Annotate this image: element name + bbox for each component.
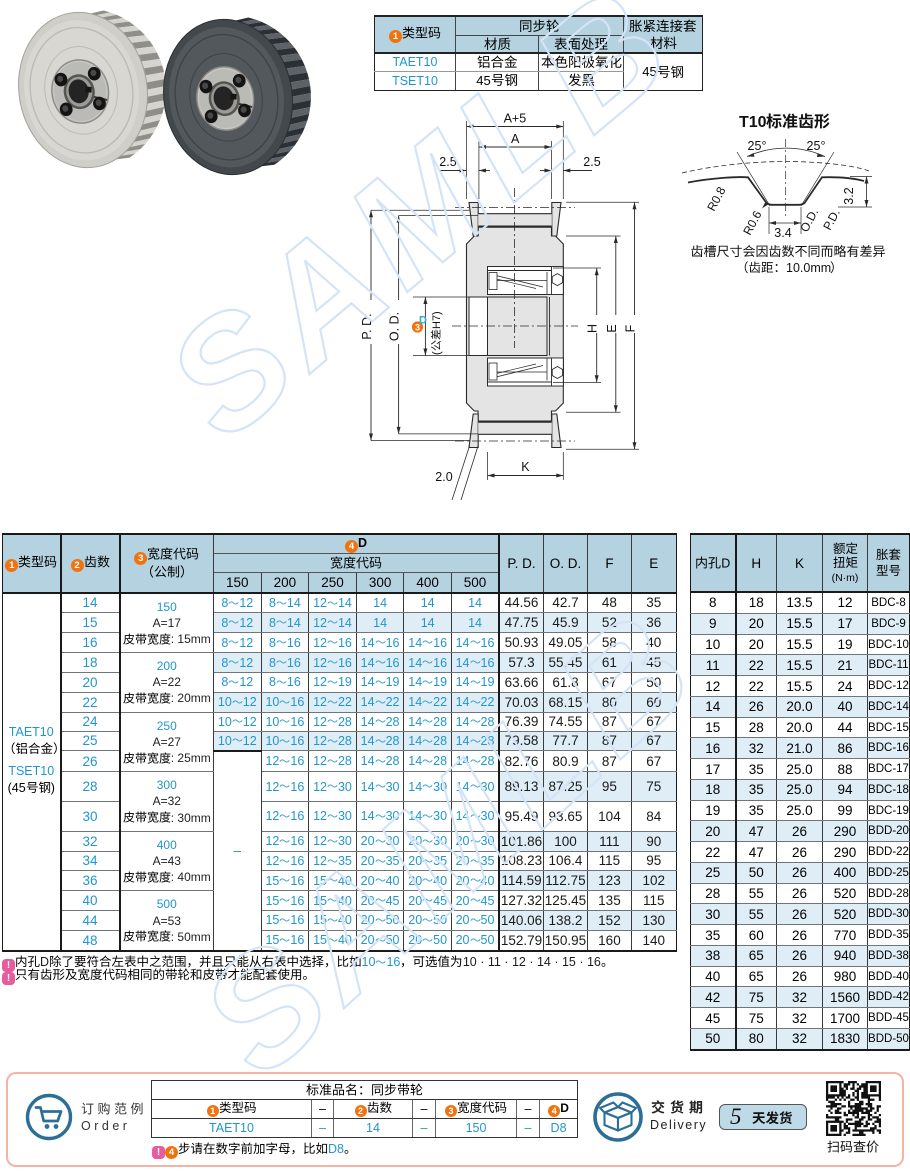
- svg-text:3.4: 3.4: [774, 226, 791, 240]
- svg-text:K: K: [521, 460, 530, 474]
- svg-text:H: H: [586, 324, 600, 333]
- svg-text:D: D: [419, 315, 427, 327]
- svg-text:R0.6: R0.6: [740, 208, 764, 237]
- svg-text:H7): H7): [431, 311, 443, 329]
- svg-text:2.5: 2.5: [583, 155, 600, 169]
- svg-text:3.2: 3.2: [842, 187, 856, 204]
- svg-text:P.D.: P.D.: [820, 207, 843, 233]
- svg-text:2.5: 2.5: [439, 155, 456, 169]
- svg-text:T10: T10: [739, 114, 767, 131]
- svg-text:P. D.: P. D.: [360, 313, 374, 339]
- svg-text:A+5: A+5: [504, 112, 527, 126]
- svg-text:O. D.: O. D.: [388, 312, 402, 341]
- svg-text:25°: 25°: [748, 139, 767, 153]
- svg-text:A: A: [511, 132, 520, 146]
- svg-text:25°: 25°: [807, 139, 826, 153]
- svg-text:F: F: [624, 324, 638, 332]
- svg-text:(: (: [431, 351, 443, 355]
- svg-text:3: 3: [415, 323, 420, 333]
- svg-text:10.0mm: 10.0mm: [786, 261, 831, 275]
- svg-text:E: E: [605, 324, 619, 332]
- svg-text:2.0: 2.0: [435, 470, 452, 484]
- svg-text:R0.8: R0.8: [704, 184, 728, 213]
